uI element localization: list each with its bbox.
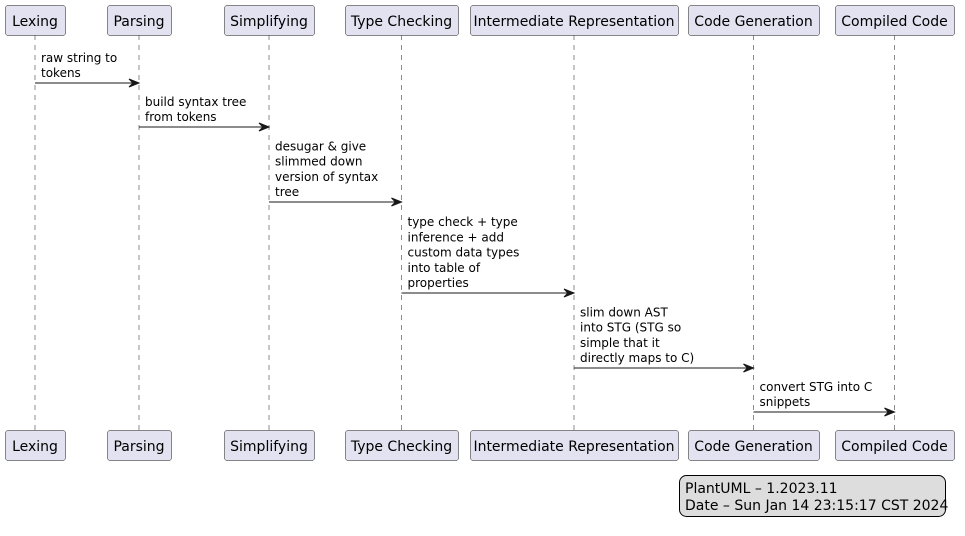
arrowhead-icon	[563, 288, 576, 298]
message-label-line: directly maps to C)	[580, 351, 694, 365]
participant-label: Simplifying	[230, 14, 308, 30]
participant-top-compiled-code: Compiled Code	[835, 5, 955, 36]
arrowhead-icon	[884, 407, 896, 417]
participant-label: Compiled Code	[841, 439, 947, 455]
footer-box	[679, 475, 946, 517]
participants-bottom: Lexing Parsing Simplifying Type Checking Int…	[5, 430, 955, 461]
participant-label: Intermediate Representation	[473, 14, 674, 30]
participant-bottom-compiled-code: Compiled Code	[835, 430, 955, 461]
participant-bottom-lexing: Lexing	[5, 430, 66, 461]
participants-top: Lexing Parsing Simplifying Type Checking Int…	[5, 5, 955, 36]
participant-bottom-simplifying: Simplifying	[224, 430, 315, 461]
participant-label: Type Checking	[350, 14, 452, 30]
participant-top-type-checking: Type Checking	[345, 5, 459, 36]
arrowhead-icon	[743, 363, 755, 373]
participant-top-lexing: Lexing	[5, 5, 66, 36]
footer-note: PlantUML – 1.2023.11 Date – Sun Jan 14 2…	[679, 475, 948, 517]
participant-box	[688, 430, 820, 461]
message-label-line: inference + add	[408, 230, 504, 244]
participant-box	[5, 430, 66, 461]
footer-date: Date – Sun Jan 14 23:15:17 CST 2024	[685, 498, 948, 514]
participant-label: Code Generation	[694, 14, 812, 30]
participant-label: Parsing	[113, 14, 164, 30]
participant-box	[345, 430, 459, 461]
participant-box	[107, 430, 172, 461]
message-label-line: snippets	[760, 395, 811, 409]
message-label-line: raw string to	[41, 51, 117, 65]
participant-bottom-type-checking: Type Checking	[345, 430, 459, 461]
message-label-line: properties	[408, 276, 469, 290]
participant-top-intermediate-representation: Intermediate Representation	[470, 5, 679, 36]
participant-box	[835, 5, 955, 36]
arrowhead-icon	[391, 197, 403, 207]
message-label-line: slim down AST	[580, 305, 668, 319]
arrowhead-icon	[128, 78, 141, 88]
participant-label: Code Generation	[694, 439, 812, 455]
participant-label: Lexing	[12, 14, 58, 30]
message-label-line: build syntax tree	[145, 95, 246, 109]
participant-top-parsing: Parsing	[107, 5, 172, 36]
participant-box	[224, 5, 315, 36]
participant-box	[224, 430, 315, 461]
message-label-line: simple that it	[580, 336, 660, 350]
participant-bottom-code-generation: Code Generation	[688, 430, 820, 461]
message-label-line: custom data types	[408, 246, 520, 260]
participant-box	[470, 5, 679, 36]
participant-box	[835, 430, 955, 461]
footer-version: PlantUML – 1.2023.11	[685, 481, 838, 497]
message-label-line: type check + type	[408, 215, 518, 229]
message-label-line: into table of	[408, 261, 481, 275]
message-label-line: into STG (STG so	[580, 321, 681, 335]
message-label-line: from tokens	[145, 110, 217, 124]
message-label-line: desugar & give	[275, 139, 366, 153]
participant-bottom-intermediate-representation: Intermediate Representation	[470, 430, 679, 461]
participant-box	[5, 5, 66, 36]
participant-bottom-parsing: Parsing	[107, 430, 172, 461]
participant-label: Simplifying	[230, 439, 308, 455]
participant-top-simplifying: Simplifying	[224, 5, 315, 36]
participant-box	[688, 5, 820, 36]
participant-label: Type Checking	[350, 439, 452, 455]
message-label-line: tree	[275, 185, 299, 199]
participant-label: Compiled Code	[841, 14, 947, 30]
message-label-line: convert STG into C	[760, 380, 873, 394]
participant-top-code-generation: Code Generation	[688, 5, 820, 36]
message-label-line: slimmed down	[275, 155, 363, 169]
participant-box	[107, 5, 172, 36]
arrowhead-icon	[258, 122, 271, 132]
participant-label: Lexing	[12, 439, 58, 455]
participant-label: Parsing	[113, 439, 164, 455]
message-label-line: tokens	[41, 66, 81, 80]
participant-label: Intermediate Representation	[473, 439, 674, 455]
participant-box	[345, 5, 459, 36]
participant-box	[470, 430, 679, 461]
message-label-line: version of syntax	[275, 170, 378, 184]
